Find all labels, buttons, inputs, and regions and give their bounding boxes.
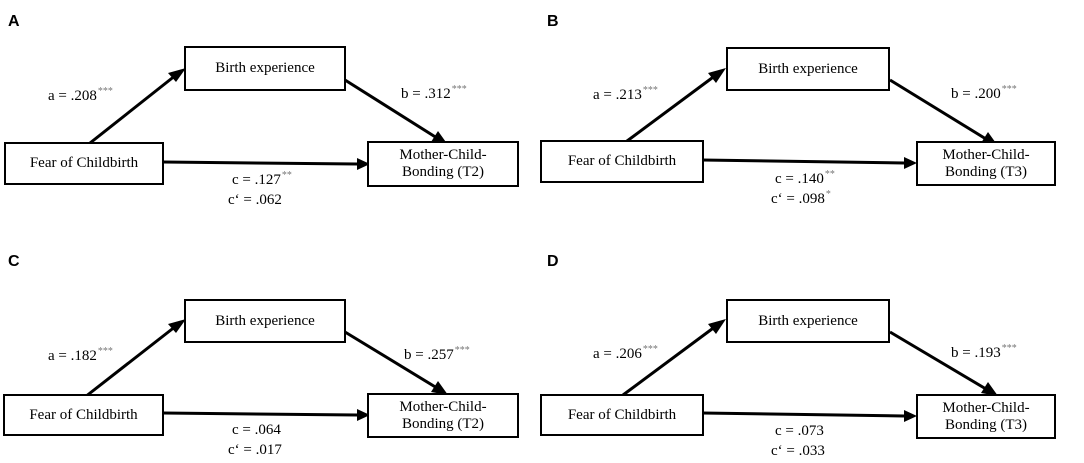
arrow-c-head <box>357 409 370 421</box>
panel-c: C Birth experience Fear of Childbirth Mo… <box>0 238 520 463</box>
coef-c: c = .064 <box>232 422 282 439</box>
coef-b-sig: *** <box>454 345 470 356</box>
outcome-line1: Mother-Child- <box>399 147 487 163</box>
panel-a: A Birth experience Fear of Childbirth Mo… <box>0 0 520 225</box>
arrow-b-head <box>431 381 448 395</box>
coef-a-sig: *** <box>97 86 113 97</box>
outcome-line2: Bonding (T2) <box>401 164 485 180</box>
outcome-box: Mother-Child- Bonding (T2) <box>367 141 519 187</box>
coef-a: a = .206*** <box>593 344 658 363</box>
coef-b: b = .200*** <box>951 84 1017 103</box>
arrows <box>622 319 998 422</box>
coef-a: a = .208*** <box>48 86 113 105</box>
coef-c-prime-value: c‘ = .062 <box>228 192 282 208</box>
coef-c-sig: ** <box>824 169 835 180</box>
coef-a-sig: *** <box>642 85 658 96</box>
coef-a-sig: *** <box>97 346 113 357</box>
arrow-a <box>84 73 177 149</box>
panel-d: D Birth experience Fear of Childbirth Mo… <box>538 238 1058 463</box>
panel-label: B <box>547 13 559 30</box>
coef-a-sig: *** <box>642 344 658 355</box>
coef-c-value: c = .140 <box>775 171 824 187</box>
coef-c-value: c = .127 <box>232 172 281 188</box>
outcome-box: Mother-Child- Bonding (T2) <box>367 393 519 438</box>
coef-b: b = .193*** <box>951 343 1017 362</box>
coef-c-prime-value: c‘ = .033 <box>771 443 825 459</box>
outcome-box: Mother-Child- Bonding (T3) <box>916 141 1056 186</box>
arrow-b <box>344 78 438 140</box>
mediator-box: Birth experience <box>184 299 346 343</box>
outcome-line2: Bonding (T3) <box>944 416 1028 433</box>
coef-b: b = .257*** <box>404 345 470 364</box>
coef-c-prime: c‘ = .098* <box>771 189 831 208</box>
panel-b: B Birth experience Fear of Childbirth Mo… <box>538 0 1058 225</box>
coef-c-prime: c‘ = .033 <box>771 443 826 460</box>
coef-c-value: c = .073 <box>775 423 824 439</box>
outcome-box: Mother-Child- Bonding (T3) <box>916 394 1056 439</box>
coef-b-value: b = .257 <box>404 347 454 363</box>
coef-b-value: b = .312 <box>401 86 451 102</box>
coef-b-sig: *** <box>451 84 467 95</box>
arrow-a-head <box>708 68 726 83</box>
coef-c-sig: ** <box>281 170 292 181</box>
arrow-c <box>162 411 358 417</box>
mediator-box: Birth experience <box>726 299 890 343</box>
coef-a-value: a = .208 <box>48 88 97 104</box>
coef-c: c = .140** <box>775 169 835 188</box>
arrow-c-head <box>357 158 370 170</box>
coef-b-value: b = .193 <box>951 345 1001 361</box>
predictor-box: Fear of Childbirth <box>540 140 704 183</box>
outcome-line1: Mother-Child- <box>942 146 1030 163</box>
arrow-a <box>622 73 717 146</box>
arrow-c-head <box>904 157 917 169</box>
mediator-box: Birth experience <box>184 46 346 91</box>
coef-a-value: a = .182 <box>48 348 97 364</box>
coef-b: b = .312*** <box>401 84 467 103</box>
arrows <box>84 319 448 421</box>
coef-c-value: c = .064 <box>232 422 281 438</box>
arrow-c <box>701 411 905 418</box>
coef-b-value: b = .200 <box>951 86 1001 102</box>
panel-label: A <box>8 13 20 30</box>
coef-b-sig: *** <box>1001 84 1017 95</box>
coef-b-sig: *** <box>1001 343 1017 354</box>
coef-c-prime: c‘ = .017 <box>228 442 283 459</box>
outcome-line2: Bonding (T2) <box>401 415 485 432</box>
outcome-line1: Mother-Child- <box>399 398 487 415</box>
coef-c: c = .127** <box>232 170 292 189</box>
coef-c-prime-value: c‘ = .098 <box>771 191 825 207</box>
arrow-b <box>889 330 987 391</box>
coef-a-value: a = .206 <box>593 346 642 362</box>
panel-label: C <box>8 253 20 270</box>
arrow-a-head <box>708 319 726 334</box>
outcome-line2: Bonding (T3) <box>944 163 1028 180</box>
arrow-b-head <box>981 382 998 396</box>
arrow-c <box>162 160 358 166</box>
predictor-box: Fear of Childbirth <box>540 394 704 436</box>
predictor-box: Fear of Childbirth <box>4 142 164 185</box>
outcome-line1: Mother-Child- <box>942 399 1030 416</box>
arrow-a-head <box>168 319 186 333</box>
coef-c-prime-value: c‘ = .017 <box>228 442 282 458</box>
coef-c: c = .073 <box>775 423 825 440</box>
arrow-a <box>84 324 177 399</box>
arrow-b <box>344 330 438 390</box>
predictor-box: Fear of Childbirth <box>3 394 164 436</box>
coef-c-prime-sig: * <box>825 189 831 200</box>
arrow-b <box>889 78 987 141</box>
arrow-c <box>701 158 905 165</box>
arrows <box>84 68 448 170</box>
arrow-a <box>622 324 717 397</box>
panel-label: D <box>547 253 559 270</box>
mediator-box: Birth experience <box>726 47 890 91</box>
arrow-c-head <box>904 410 917 422</box>
coef-a-value: a = .213 <box>593 87 642 103</box>
coef-a: a = .182*** <box>48 346 113 365</box>
coef-c-prime: c‘ = .062 <box>228 192 283 209</box>
coef-a: a = .213*** <box>593 85 658 104</box>
arrow-a-head <box>168 68 186 82</box>
